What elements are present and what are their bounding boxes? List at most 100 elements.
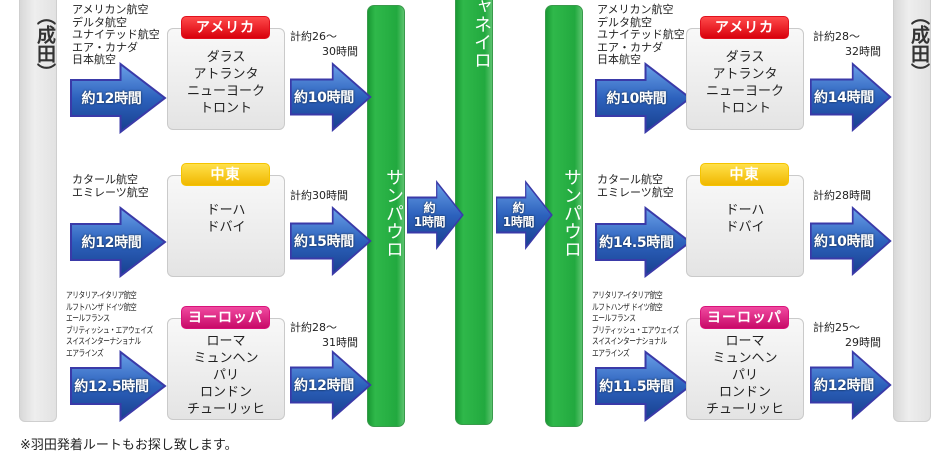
narita-label: （成田） (908, 6, 930, 82)
flight-arrow-to-hub: 約12時間 (70, 62, 167, 134)
arrow-shape (70, 350, 167, 422)
hub-city: パリ (212, 368, 239, 383)
airline-name: 日本航空 (72, 53, 116, 66)
sao-paulo-label: サンパウロ (383, 168, 404, 258)
total-duration: 計約30時間 (290, 188, 358, 203)
hub-city: ローマ (725, 334, 765, 349)
airline-name: アメリカン航空 (72, 3, 149, 16)
arrow-shape (70, 62, 167, 134)
airline-name: カタール航空 (597, 173, 663, 186)
total-duration: 計約28〜 31時間 (290, 320, 358, 350)
arrow-shape (290, 62, 372, 132)
flight-arrow-to-sao-paulo: 約10時間 (290, 62, 372, 132)
airline-name: ブリティッシュ・エアウェイズ (66, 325, 153, 336)
arrow-shape (595, 206, 692, 278)
total-duration-line2: 29時間 (845, 336, 881, 349)
total-duration: 計約28時間 (813, 188, 881, 203)
transfer-line1: 約 (512, 201, 525, 215)
arrow-duration-label: 約14.5時間 (599, 235, 674, 251)
hub-city: ドーハ (725, 203, 765, 218)
arrow-duration-label: 約15時間 (294, 234, 354, 250)
airline-name: エアラインズ (592, 348, 630, 359)
region-badge: アメリカ (700, 16, 789, 39)
flight-arrow-to-sao-paulo: 約12時間 (810, 350, 892, 420)
airline-name: 日本航空 (597, 53, 641, 66)
total-duration-line1: 計約28〜 (290, 321, 337, 334)
arrow-duration-label: 約12時間 (814, 378, 874, 394)
total-duration-line1: 計約28時間 (813, 189, 871, 202)
arrow-duration-label: 約12.5時間 (74, 379, 149, 395)
airline-list: アリタリア-イタリア航空ルフトハンザ ドイツ航空エールフランスブリティッシュ・エ… (66, 291, 153, 360)
arrow-shape (810, 350, 892, 420)
hub-city: ドバイ (725, 220, 765, 235)
airline-name: アリタリア-イタリア航空 (592, 291, 663, 301)
airline-name: スイスインターナショナル (592, 337, 667, 347)
airline-name: ユナイテッド航空 (72, 28, 160, 41)
hub-city: ミュンヘン (712, 351, 778, 366)
total-duration: 計約25〜 29時間 (813, 320, 881, 350)
hub-city-box: ダラスアトランタニューヨークトロント (167, 28, 285, 130)
hub-city: ロンドン (199, 385, 252, 400)
hub-city: ローマ (206, 334, 246, 349)
airline-name: デルタ航空 (597, 15, 652, 29)
hub-city: ダラス (725, 50, 765, 65)
hub-city: ドバイ (206, 220, 246, 235)
hub-city: ドーハ (206, 203, 246, 218)
airline-name: エミレーツ航空 (597, 185, 674, 199)
airline-name: ユナイテッド航空 (597, 28, 685, 41)
hub-city: パリ (731, 368, 758, 383)
narita-destination-bar: （成田） (893, 0, 931, 422)
hub-city: トロント (199, 101, 252, 116)
hub-city-box: ドーハドバイ (167, 175, 285, 277)
hub-city: チューリッヒ (705, 402, 784, 417)
hub-city-box: ドーハドバイ (686, 175, 804, 277)
transfer-line2: 1時間 (502, 215, 535, 229)
hub-city: ニューヨーク (186, 84, 265, 99)
hub-city-box: ローマミュンヘンパリロンドンチューリッヒ (686, 318, 804, 420)
hub-city: ニューヨーク (705, 84, 784, 99)
hub-city: アトランタ (712, 67, 778, 82)
airline-name: エア・カナダ (72, 40, 138, 54)
flight-arrow-to-hub: 約12.5時間 (70, 350, 167, 422)
airline-list: カタール航空エミレーツ航空 (597, 173, 674, 199)
total-duration-line2: 30時間 (322, 45, 358, 58)
arrow-duration-label: 約12時間 (294, 378, 354, 394)
arrow-shape (70, 206, 167, 278)
flight-arrow-to-hub: 約12時間 (70, 206, 167, 278)
flight-arrow-to-hub: 約11.5時間 (595, 350, 692, 422)
footer-note: ※羽田発着ルートもお探し致します。 (20, 438, 238, 453)
arrow-duration-label: 約10時間 (606, 91, 667, 107)
flight-arrow-to-sao-paulo: 約15時間 (290, 206, 372, 276)
hub-city: ロンドン (718, 385, 771, 400)
arrow-shape (290, 350, 372, 420)
arrow-duration-label: 約12時間 (81, 235, 142, 251)
airline-name: スイスインターナショナル (66, 337, 141, 347)
narita-label: （成田） (34, 6, 56, 82)
airline-list: アメリカン航空デルタ航空ユナイテッド航空エア・カナダ日本航空 (72, 3, 160, 67)
total-duration-line2: 31時間 (322, 336, 358, 349)
airline-name: ルフトハンザ ドイツ航空 (592, 302, 663, 313)
arrow-shape (595, 62, 692, 134)
total-duration-line1: 計約28〜 (813, 30, 860, 43)
total-duration: 計約26〜 30時間 (290, 29, 358, 59)
airline-name: アメリカン航空 (597, 3, 674, 16)
flight-arrow-to-sao-paulo: 約12時間 (290, 350, 372, 420)
flight-arrow-to-sao-paulo: 約14時間 (810, 62, 892, 132)
flight-arrow-to-hub: 約10時間 (595, 62, 692, 134)
arrow-duration-label: 約14時間 (814, 90, 874, 106)
airline-list: アメリカン航空デルタ航空ユナイテッド航空エア・カナダ日本航空 (597, 3, 685, 67)
total-duration-line2: 32時間 (845, 45, 881, 58)
narita-origin-bar: （成田） (19, 0, 57, 422)
arrow-duration-label: 約12時間 (81, 91, 142, 107)
arrow-shape (407, 180, 464, 250)
total-duration-line1: 計約26〜 (290, 30, 337, 43)
airline-name: ルフトハンザ ドイツ航空 (66, 302, 137, 313)
airline-name: カタール航空 (72, 173, 138, 186)
total-duration-line1: 計約25〜 (813, 321, 860, 334)
arrow-duration-label: 約11.5時間 (599, 379, 674, 395)
arrow-duration-label: 約10時間 (814, 234, 874, 250)
total-duration: 計約28〜 32時間 (813, 29, 881, 59)
airline-name: エア・カナダ (597, 40, 663, 54)
